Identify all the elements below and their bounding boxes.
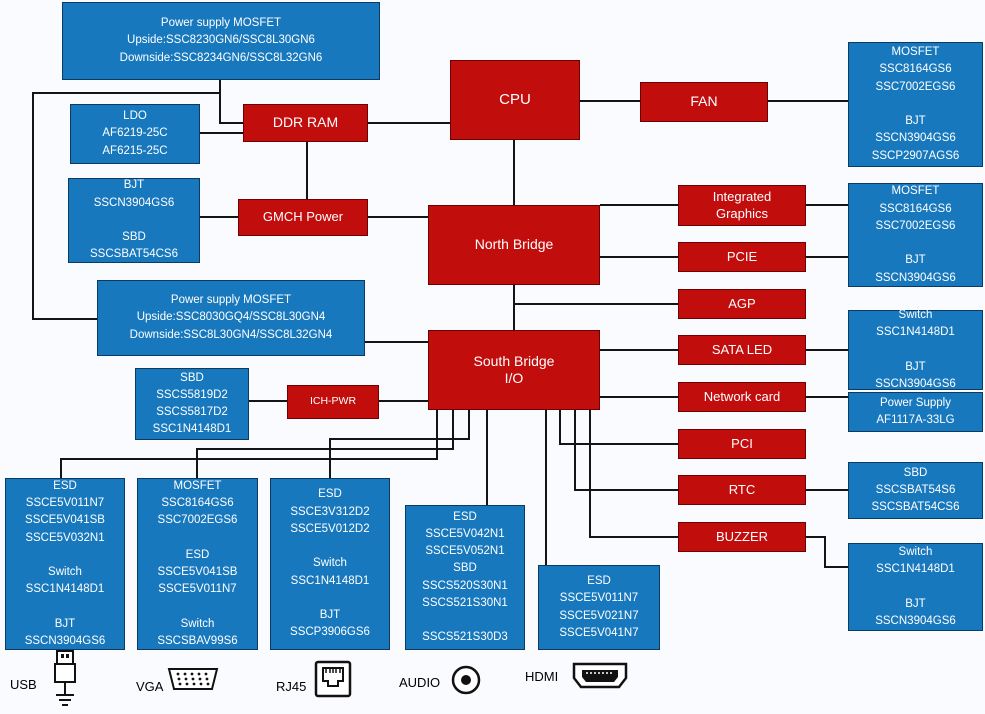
component-box-hdmi-parts: ESD SSCE5V011N7 SSCE5V021N7 SSCE5V041N7 [538, 565, 660, 650]
audio-jack-icon [451, 665, 481, 695]
node-gmch-power: GMCH Power [238, 199, 368, 236]
connector-line [824, 536, 826, 568]
rj45-connector-icon [314, 660, 352, 698]
connector-line [806, 396, 848, 398]
connector-line [806, 536, 826, 538]
connector-line [513, 285, 515, 330]
node-buzzer: BUZZER [678, 522, 806, 552]
node-rtc: RTC [678, 475, 806, 505]
component-box-sata-parts: Switch SSC1N4148D1 BJT SSCN3904GS6 [848, 309, 983, 390]
component-box-rtc-parts: SBD SSCSBAT54S6 SSCSBAT54CS6 [848, 462, 983, 519]
connector-line [60, 458, 438, 460]
hdmi-connector-icon [572, 662, 628, 689]
component-box-graphics-parts: MOSFET SSC8164GS6 SSC7002EGS6 BJT SSCN39… [848, 183, 983, 287]
connector-line [200, 216, 238, 218]
node-sata-led: SATA LED [678, 335, 806, 365]
connector-line [574, 489, 678, 491]
node-network-card: Network card [678, 382, 806, 412]
connector-line [219, 80, 221, 124]
connector-line [365, 341, 428, 343]
node-integrated-graphics: Integrated Graphics [678, 185, 806, 226]
connector-line [32, 92, 34, 320]
connector-line [368, 216, 428, 218]
connector-line [600, 204, 678, 206]
node-fan: FAN [640, 82, 768, 122]
connector-line [589, 410, 591, 538]
connector-line [513, 303, 678, 305]
connector-line [589, 536, 678, 538]
connector-line [545, 410, 547, 565]
connector-line [574, 410, 576, 491]
vga-connector-icon [167, 668, 219, 690]
connector-line [32, 92, 220, 94]
node-cpu: CPU [450, 60, 580, 140]
port-label-audio: AUDIO [399, 675, 441, 690]
component-box-fan-parts: MOSFET SSC8164GS6 SSC7002EGS6 BJT SSCN39… [848, 42, 983, 167]
connector-line [600, 396, 678, 398]
connector-line [824, 566, 848, 568]
connector-line [436, 410, 438, 460]
port-label-hdmi: HDMI [525, 669, 559, 684]
connector-line [486, 410, 488, 505]
port-label-rj45: RJ45 [276, 679, 307, 694]
usb-connector-icon [54, 650, 76, 706]
connector-line [806, 349, 848, 351]
connector-line [379, 400, 428, 402]
component-box-usb-parts: ESD SSCE5V011N7 SSCE5V041SB SSCE5V032N1 … [5, 478, 125, 650]
connector-line [580, 100, 640, 102]
node-ich-pwr: ICH-PWR [287, 385, 379, 419]
node-pcie: PCIE [678, 242, 806, 272]
component-box-vga-parts: MOSFET SSC8164GS6 SSC7002EGS6 ESD SSCE5V… [137, 478, 258, 650]
connector-line [60, 458, 62, 478]
connector-line [219, 122, 244, 124]
component-box-ldo: LDO AF6219-25C AF6215-25C [70, 104, 200, 164]
connector-line [559, 443, 678, 445]
connector-line [196, 448, 454, 450]
connector-line [559, 410, 561, 445]
port-label-vga: VGA [136, 679, 164, 694]
component-box-psu-top: Power supply MOSFET Upside:SSC8230GN6/SS… [62, 2, 380, 80]
component-box-network-parts: Power Supply AF1117A-33LG [848, 392, 983, 432]
connector-line [196, 448, 198, 478]
connector-line [468, 410, 470, 440]
component-box-psu-mid: Power supply MOSFET Upside:SSC8030GQ4/SS… [97, 280, 365, 356]
node-north-bridge: North Bridge [428, 205, 600, 285]
connector-line [249, 400, 287, 402]
component-box-bjt-sbd: BJT SSCN3904GS6 SBD SSCSBAT54CS6 [68, 178, 200, 263]
connector-line [32, 318, 98, 320]
connector-line [513, 140, 515, 205]
connector-line [452, 410, 454, 450]
connector-line [600, 256, 678, 258]
connector-line [306, 132, 308, 200]
node-ddr-ram: DDR RAM [243, 104, 368, 142]
component-box-buzzer-parts: Switch SSC1N4148D1 BJT SSCN3904GS6 [848, 543, 983, 631]
connector-line [329, 438, 331, 478]
connector-line [806, 204, 848, 206]
connector-line [368, 122, 450, 124]
node-south-bridge: South Bridge I/O [428, 330, 600, 410]
connector-line [329, 438, 470, 440]
port-label-usb: USB [10, 677, 37, 692]
connector-line [806, 256, 848, 258]
connector-line [768, 100, 848, 102]
component-box-sbd-ich: SBD SSCS5819D2 SSCS5817D2 SSC1N4148D1 [135, 368, 249, 440]
connector-line [806, 489, 848, 491]
node-pci: PCI [678, 429, 806, 459]
node-agp: AGP [678, 289, 806, 319]
component-box-audio-parts: ESD SSCE5V042N1 SSCE5V052N1 SBD SSCS520S… [405, 505, 525, 650]
component-box-rj45-parts: ESD SSCE3V312D2 SSCE5V012D2 Switch SSC1N… [270, 478, 390, 650]
connector-line [600, 349, 678, 351]
